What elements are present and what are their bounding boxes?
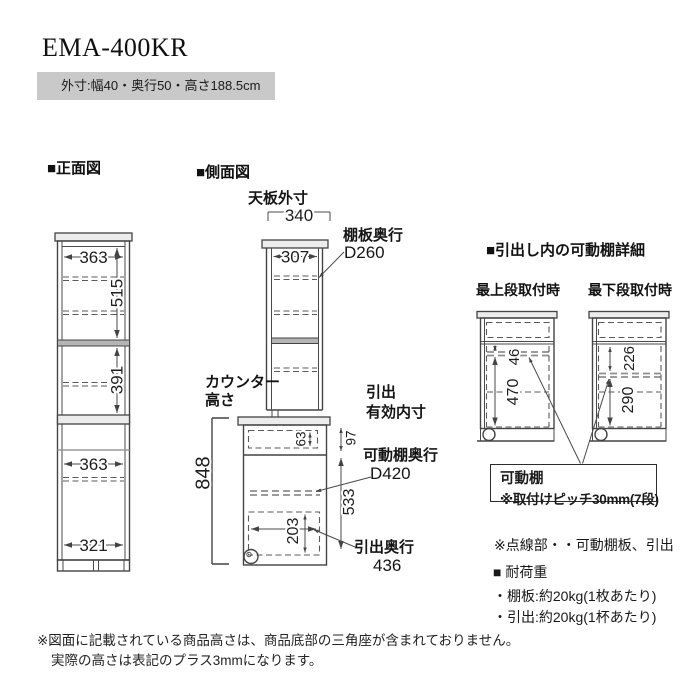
callout-line2: ※取付けピッチ30mm(7段): [500, 492, 659, 507]
front-upper-height-dim: 515: [108, 279, 127, 307]
page-title: EMA-400KR: [42, 33, 189, 62]
side-view-header: ■側面図: [196, 164, 251, 181]
front-upper-width-dim: 363: [79, 248, 107, 267]
drawer-depth-value: 436: [373, 556, 402, 575]
movable-shelf-depth-value: D420: [370, 464, 411, 483]
shelf-depth-value: D260: [344, 243, 385, 262]
detail-top-mount-drawing: 46 470: [476, 310, 581, 464]
top-board-label: 天板外寸: [248, 190, 309, 207]
movable-shelf-depth-label: 可動棚奥行: [363, 447, 439, 464]
load-capacity-header: ■ 耐荷重: [493, 564, 548, 580]
drawer-inner-label-2: 有効内寸: [366, 404, 427, 421]
detail-bottom-mount-drawing: 226 290: [582, 310, 670, 464]
outer-dimensions-box: 外寸:幅40・奥行50・高さ188.5cm: [37, 72, 275, 100]
side-top-drawer-inner-dim: 63: [294, 431, 309, 446]
load-capacity-shelf: ・棚板:約20kg(1枚あたり): [493, 588, 657, 604]
detail-bottom-below-dim: 290: [620, 387, 637, 414]
drawer-inner-label-1: 引出: [366, 384, 397, 401]
detail-left-caption: 最上段取付時: [476, 282, 560, 298]
movable-shelf-callout: 可動棚 ※取付けピッチ30mm(7段): [490, 464, 659, 507]
detail-top-offset-dim: 46: [506, 349, 523, 366]
footer-note-line2: 実際の高さは表記のプラス3mmになります。: [51, 653, 323, 668]
drawer-depth-label: 引出奥行: [354, 539, 415, 556]
front-view-drawing: 363 515 391 363 321: [54, 232, 133, 572]
side-inner-depth-dim: 307: [281, 248, 309, 267]
side-lower-drawer-inner-dim: 203: [285, 518, 302, 545]
counter-height-label-1: カウンター: [205, 374, 281, 391]
detail-bottom-offset-dim: 226: [621, 346, 638, 371]
front-lower-height-dim: 391: [108, 366, 127, 394]
side-lower-inner-height-dim: 533: [341, 489, 358, 516]
detail-top-below-dim: 470: [505, 379, 522, 406]
front-counter-width-dim: 363: [79, 455, 107, 474]
detail-section-header: ■引出し内の可動棚詳細: [486, 242, 646, 259]
front-base-width-dim: 321: [79, 536, 107, 555]
side-top-depth-dim: 340: [285, 206, 313, 225]
counter-height-label-2: 高さ: [205, 392, 236, 409]
detail-right-caption: 最下段取付時: [588, 282, 672, 298]
side-counter-height-dim: 848: [193, 456, 215, 489]
front-view-header: ■正面図: [47, 160, 102, 177]
callout-line1: 可動棚: [500, 471, 544, 487]
side-view-drawing: 340 307 63 97 848 533 203: [191, 204, 372, 566]
shelf-depth-label: 棚板奥行: [343, 227, 404, 244]
load-capacity-drawer: ・引出:約20kg(1杯あたり): [493, 609, 657, 625]
dotted-line-note: ※点線部・・可動棚板、引出: [494, 537, 674, 553]
footer-note-line1: ※図面に記載されている商品高さは、商品底部の三角座が含まれておりません。: [37, 633, 520, 648]
side-top-drawer-opening-dim: 97: [344, 430, 359, 445]
